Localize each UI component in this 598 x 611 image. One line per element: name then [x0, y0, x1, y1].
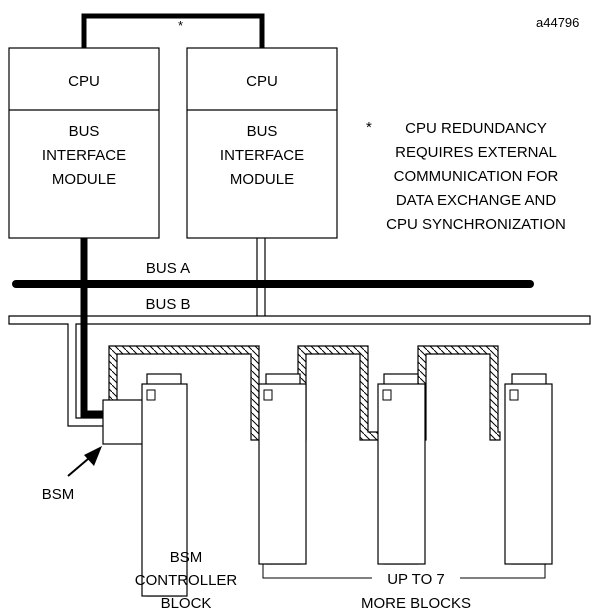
io-block-4-front — [504, 383, 553, 565]
controller-block-led — [146, 389, 156, 401]
note-line5: CPU SYNCHRONIZATION — [386, 216, 566, 233]
controller-block-front — [141, 383, 188, 597]
controller-block — [141, 373, 188, 597]
more-blocks-bracket-left — [262, 564, 372, 579]
bim-left-line2: INTERFACE — [42, 147, 126, 164]
io-block-3-led — [382, 389, 392, 401]
bus-a-drop-left — [80, 238, 112, 418]
bsm-module — [102, 399, 148, 445]
note-marker: * — [366, 119, 372, 136]
bim-right-line3: MODULE — [230, 171, 294, 188]
bus-a: BUS A — [12, 260, 534, 288]
io-block-4 — [504, 373, 553, 565]
cpu-left-box — [8, 47, 160, 239]
controller-label-line1: BSM — [170, 549, 203, 566]
cpu-right: CPU BUS INTERFACE MODULE — [186, 47, 338, 239]
redundancy-note: * CPU REDUNDANCY REQUIRES EXTERNAL COMMU… — [366, 119, 566, 233]
cpu-left-label: CPU — [68, 73, 100, 90]
bim-left-line3: MODULE — [52, 171, 116, 188]
io-block-2-front — [258, 383, 307, 565]
redundancy-asterisk: * — [178, 18, 183, 33]
bim-right-line2: INTERFACE — [220, 147, 304, 164]
note-line4: DATA EXCHANGE AND — [396, 192, 556, 209]
bus-b-label: BUS B — [145, 296, 190, 313]
bim-right-line1: BUS — [247, 123, 278, 140]
bim-left-line1: BUS — [69, 123, 100, 140]
cpu-right-label: CPU — [246, 73, 278, 90]
io-block-3-front — [377, 383, 426, 565]
cpu-redundancy-link — [81, 13, 265, 48]
io-block-4-led — [509, 389, 519, 401]
io-block-2 — [258, 373, 307, 565]
note-line1: CPU REDUNDANCY — [405, 120, 547, 137]
note-line3: COMMUNICATION FOR — [394, 168, 559, 185]
note-line2: REQUIRES EXTERNAL — [395, 144, 557, 161]
more-blocks-bracket-right — [460, 564, 546, 579]
controller-label-line2: CONTROLLER — [135, 572, 238, 589]
cpu-right-box — [186, 47, 338, 239]
bus-a-label: BUS A — [146, 260, 190, 277]
bsm-label: BSM — [42, 486, 75, 503]
bsm-arrow-head — [84, 446, 102, 466]
io-block-3 — [377, 373, 426, 565]
figure-id: a44796 — [536, 15, 579, 30]
io-block-2-led — [263, 389, 273, 401]
cpu-left: CPU BUS INTERFACE MODULE — [8, 47, 160, 239]
controller-label-line3: BLOCK — [161, 595, 212, 611]
more-blocks-line1: UP TO 7 — [387, 571, 445, 588]
more-blocks-line2: MORE BLOCKS — [361, 595, 471, 611]
